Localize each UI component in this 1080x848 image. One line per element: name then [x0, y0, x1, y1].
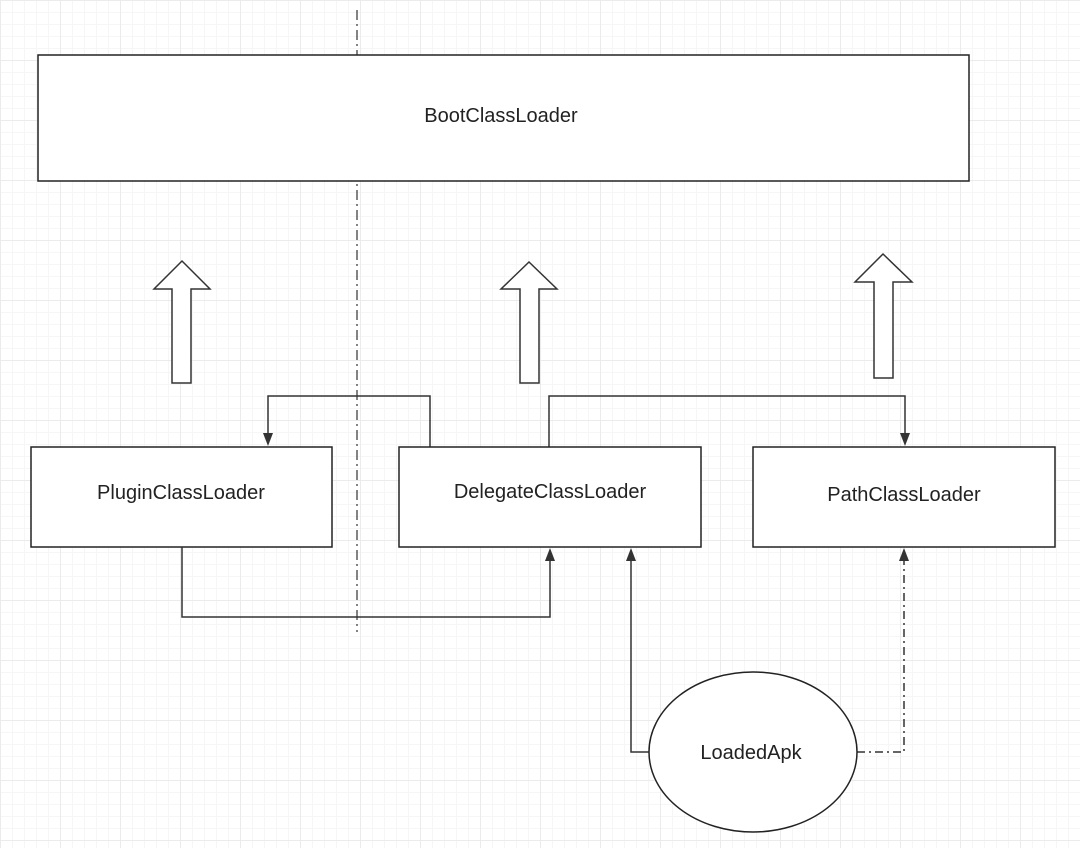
loaded-apk-label: LoadedApk — [700, 742, 802, 764]
connector-plugin-to-delegate — [181, 547, 551, 618]
delegate-classloader-node: DelegateClassLoader — [398, 446, 702, 548]
arrowhead-delegate-bottom-left — [545, 548, 555, 561]
parent-arrow-delegate — [499, 260, 559, 384]
plugin-classloader-node: PluginClassLoader — [30, 446, 333, 548]
connector-loadedapk-to-path — [857, 560, 905, 753]
arrowhead-delegate-bottom-right — [626, 548, 636, 561]
connector-delegate-to-plugin — [267, 395, 431, 447]
delegate-classloader-label: DelegateClassLoader — [454, 481, 647, 503]
plugin-classloader-label: PluginClassLoader — [97, 482, 265, 504]
parent-arrow-plugin — [152, 259, 212, 384]
connector-delegate-to-path — [548, 395, 906, 447]
path-classloader-box — [752, 446, 1056, 548]
delegate-classloader-box — [398, 446, 702, 548]
connector-loadedapk-to-delegate — [630, 560, 650, 753]
path-classloader-node: PathClassLoader — [752, 446, 1056, 548]
boot-classloader-node: BootClassLoader — [37, 54, 970, 182]
parent-arrow-path — [853, 252, 914, 379]
boot-classloader-box — [37, 54, 970, 182]
arrowhead-path-bottom — [899, 548, 909, 561]
plugin-classloader-box — [30, 446, 333, 548]
loaded-apk-node: LoadedApk — [648, 671, 858, 833]
arrowhead-plugin-top — [263, 433, 273, 446]
path-classloader-label: PathClassLoader — [827, 484, 981, 506]
loaded-apk-ellipse — [648, 671, 858, 833]
arrowhead-path-top — [900, 433, 910, 446]
boot-classloader-label: BootClassLoader — [424, 105, 578, 127]
